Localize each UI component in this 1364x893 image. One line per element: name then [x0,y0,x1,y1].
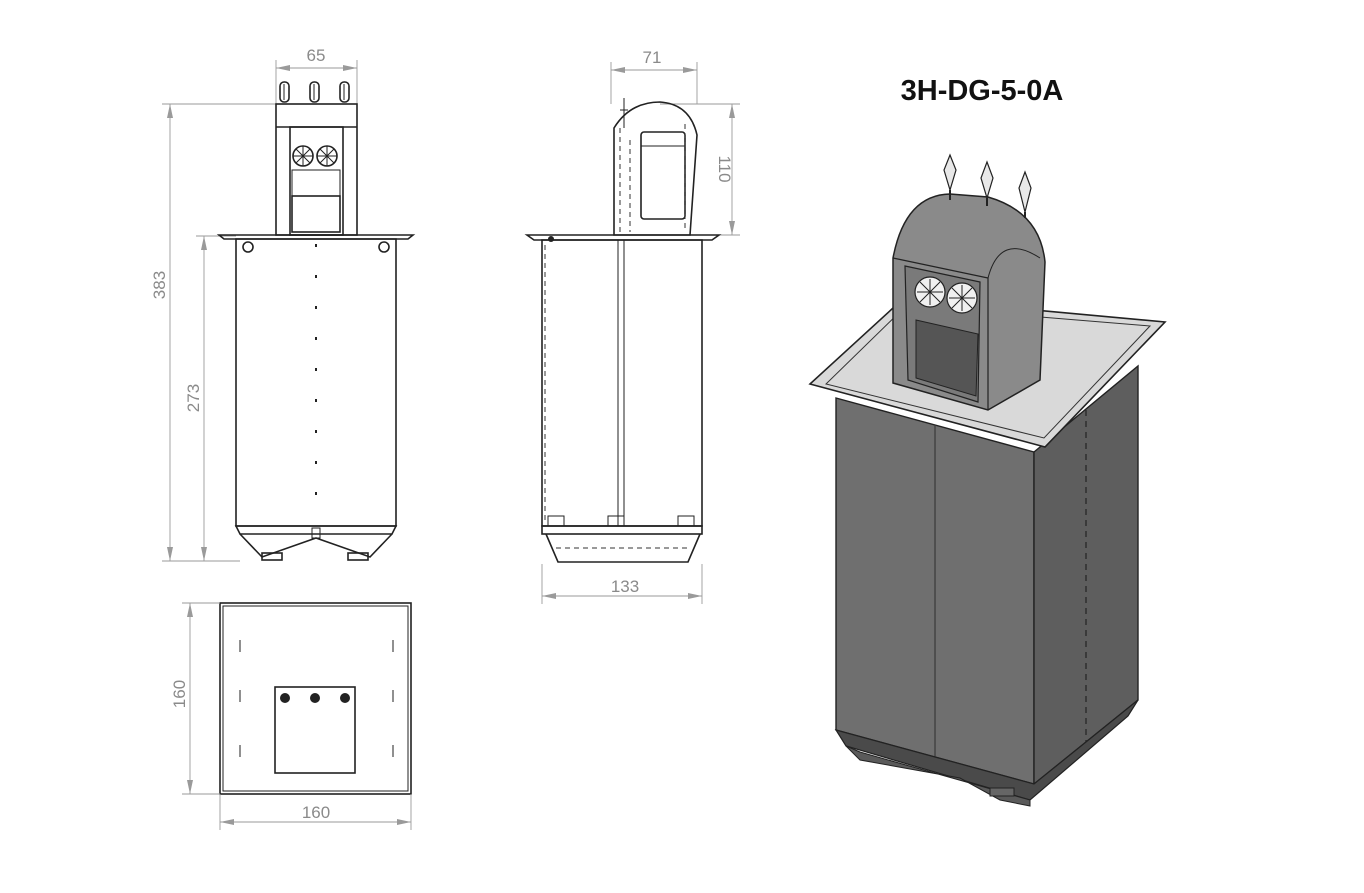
body-side [541,239,703,527]
iso-cable-handles [943,153,1032,218]
dim-383-label: 383 [150,271,169,299]
plan-view: 160 160 [170,602,412,830]
dim-65-label: 65 [307,46,326,65]
dim-plan-height: 160 [170,602,220,795]
socket-icon [292,145,338,167]
dim-plan-width: 160 [219,794,412,830]
flange-side [524,234,722,241]
dim-side-body-width: 133 [541,564,703,604]
dim-133-label: 133 [611,577,639,596]
base-side [541,525,703,535]
flange-front [216,234,416,240]
dim-overall-height: 383 [150,103,276,562]
dim-160-horizontal-label: 160 [302,803,330,822]
dim-body-height: 273 [184,235,236,561]
dim-71-label: 71 [643,48,662,67]
dim-110-label: 110 [715,155,734,182]
cable-handles [279,81,350,103]
base-front [234,525,398,535]
part-number-title: 3H-DG-5-0A [901,75,1064,107]
dim-273-label: 273 [184,384,203,412]
iso-socket-icon [914,276,978,314]
dim-side-top-width: 71 [610,48,698,104]
plan-outline [219,602,412,795]
isometric-view [808,153,1167,807]
dim-side-top-height: 110 [660,103,740,236]
dim-front-top-width: 65 [275,46,358,104]
top-unit-side [613,101,698,236]
front-view: 65 383 273 [150,46,416,562]
side-view: 71 110 [524,48,740,604]
plan-top-unit [274,686,356,774]
body-front [235,238,397,527]
dim-160-vertical-label: 160 [170,680,189,708]
